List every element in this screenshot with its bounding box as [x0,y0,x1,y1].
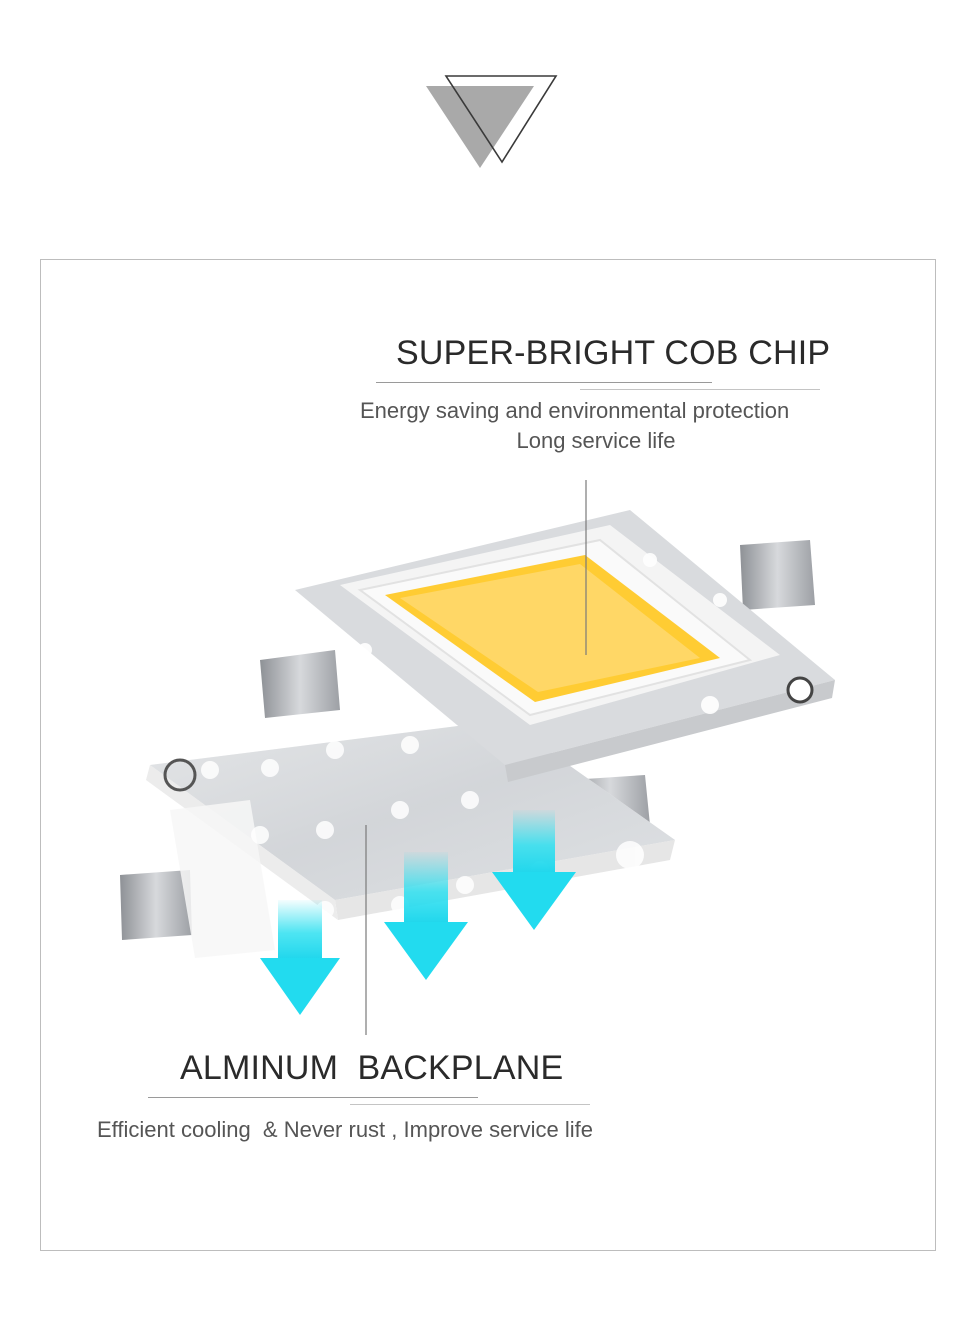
down-arrow-icon [384,852,468,980]
front-chip [260,480,835,782]
bottom-title-underline [148,1097,478,1098]
down-arrow-icon [260,900,340,1015]
cob-chip-caption-1: Energy saving and environmental protecti… [360,398,790,423]
bottom-title-underline-2 [350,1104,590,1105]
content-frame [40,259,936,1251]
backplane-title: ALMINUM BACKPLANE [180,1049,564,1087]
backplane-caption: Efficient cooling & Never rust , Improve… [97,1117,594,1142]
top-title-underline [376,382,712,383]
cooling-arrows [260,810,576,1015]
down-triangle-icon [426,75,558,168]
cob-chip-caption-2: Long service life [516,428,676,453]
cob-chip-title: SUPER-BRIGHT COB CHIP [396,334,831,372]
cob-led-chip-illustration [120,480,835,1035]
down-arrow-icon [492,810,576,930]
top-title-underline-2 [580,389,820,390]
